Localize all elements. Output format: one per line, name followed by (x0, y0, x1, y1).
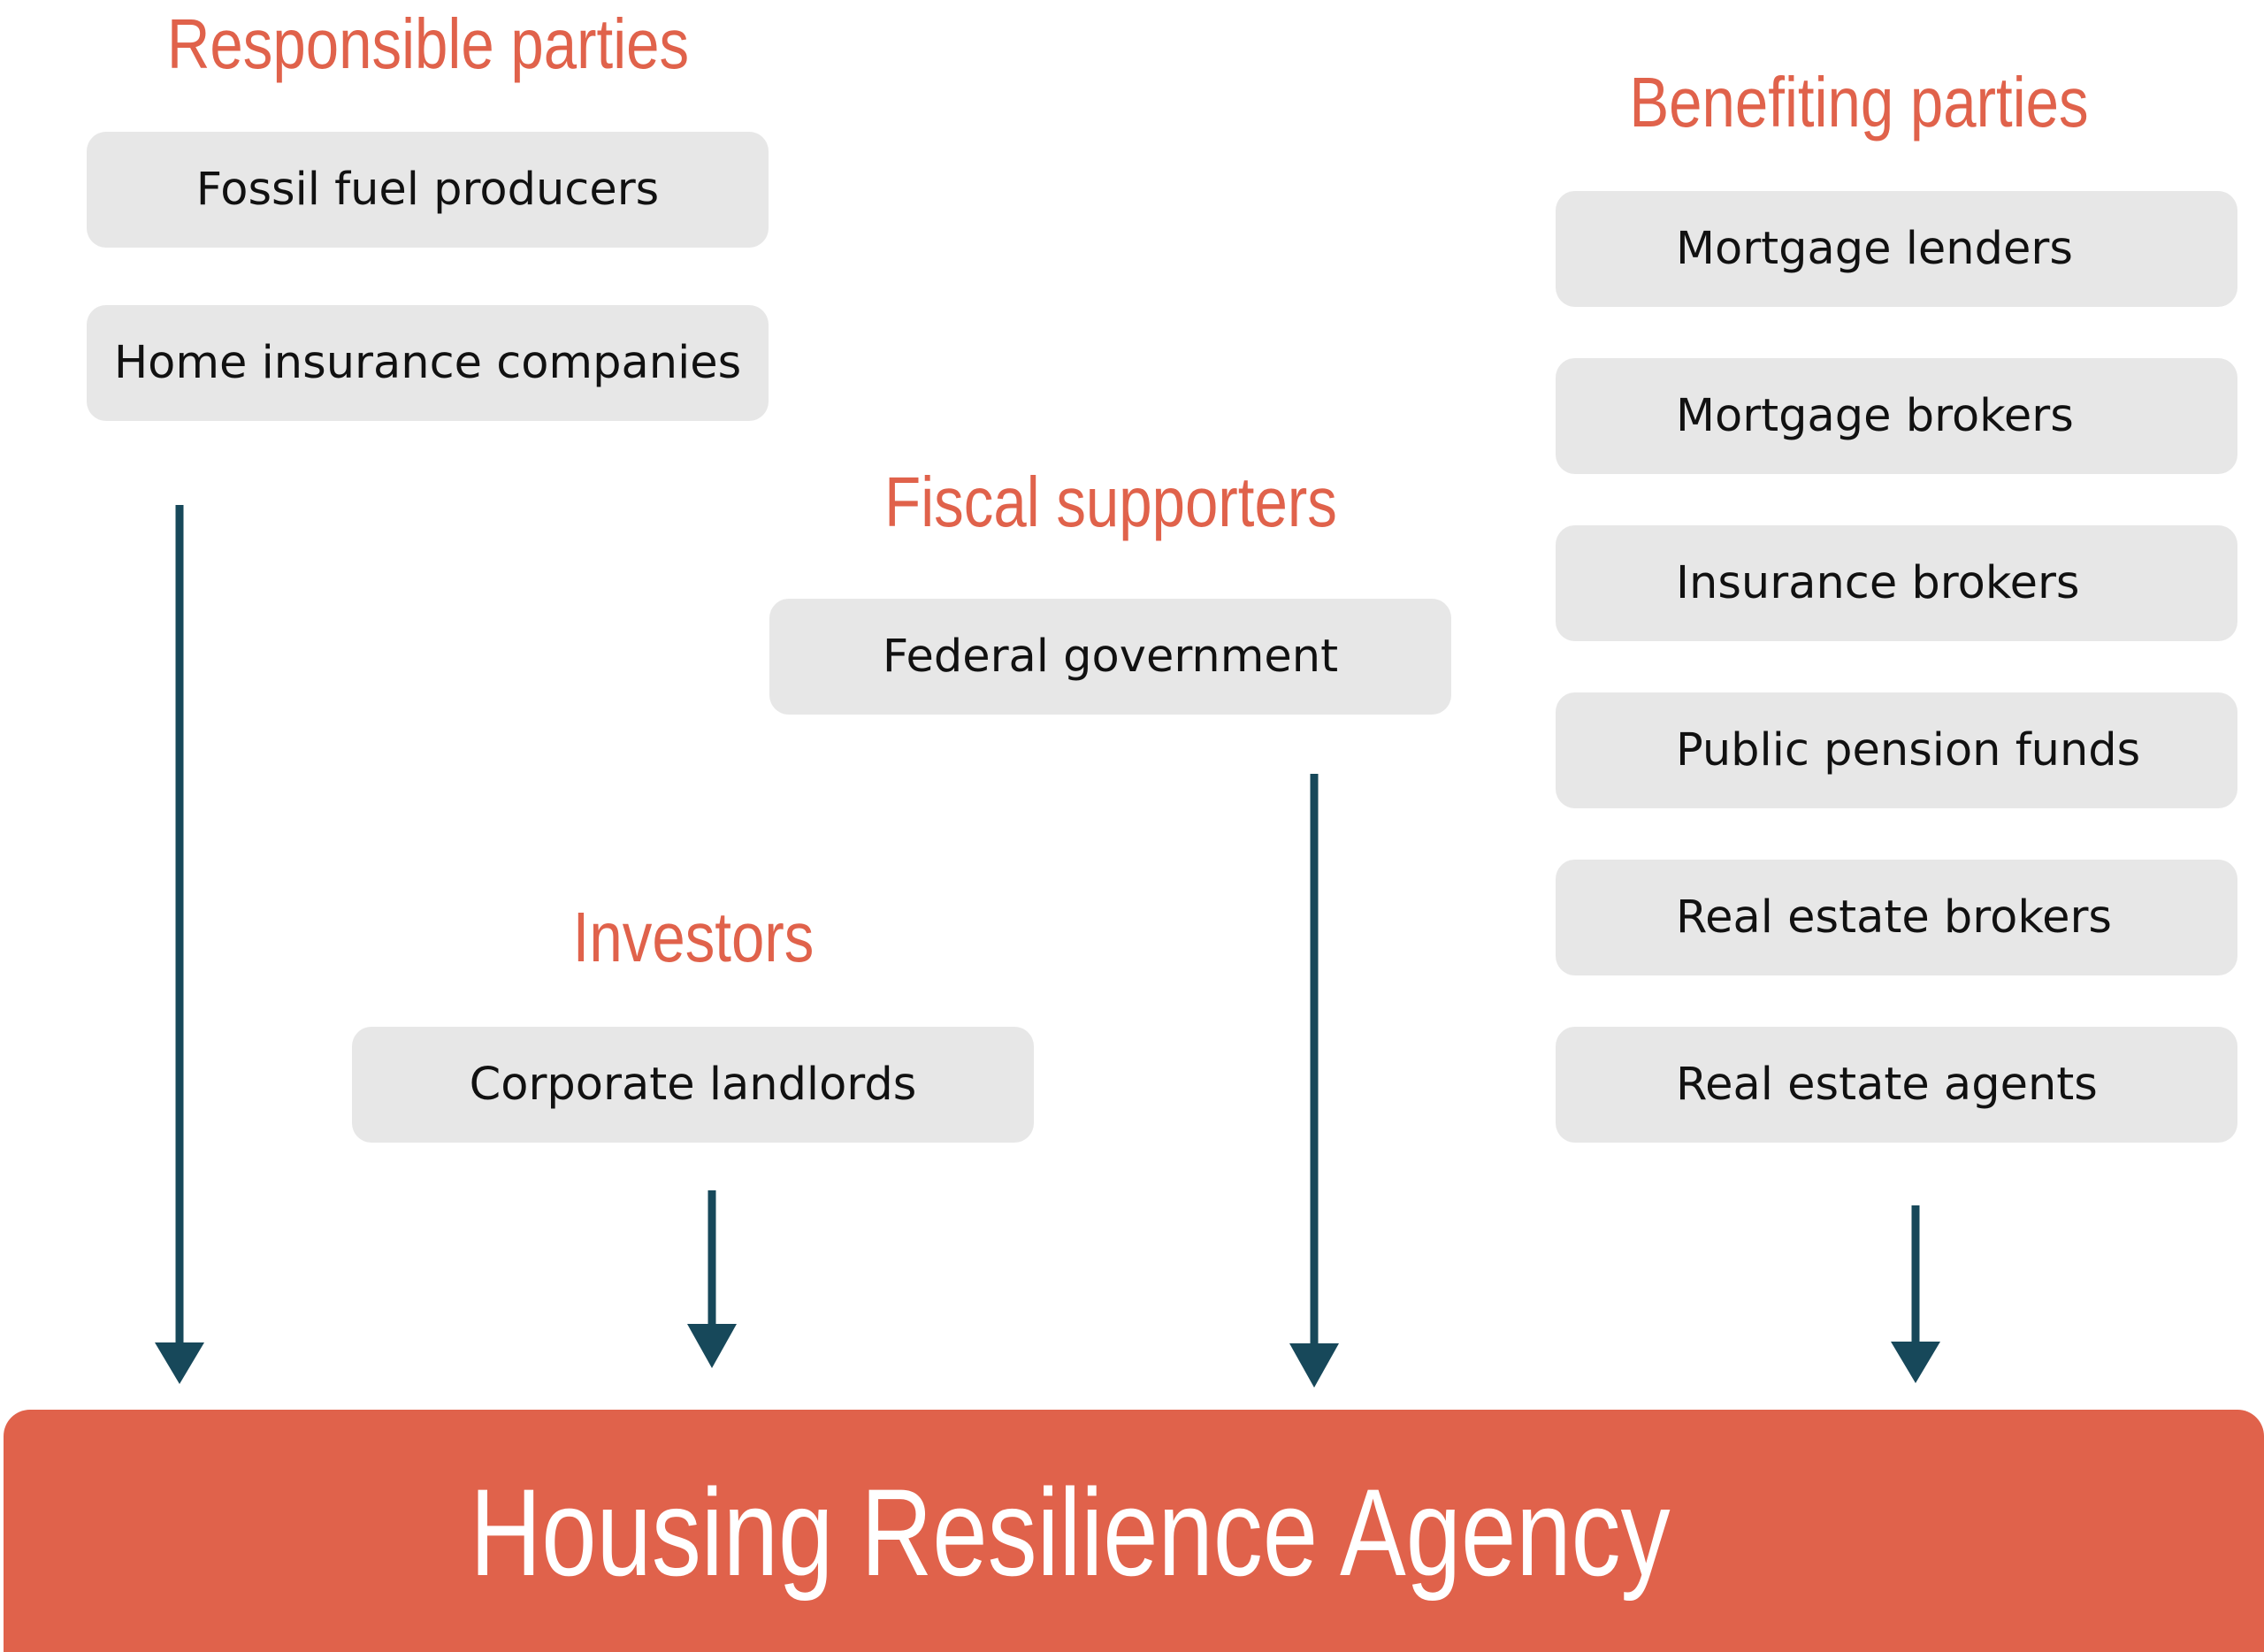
arrow-responsible (155, 505, 204, 1384)
box-label: Mortgage brokers (1676, 390, 2074, 442)
box-public-pension-funds: Public pension funds (1556, 692, 2237, 808)
agency-bar (4, 1410, 2264, 1652)
box-real-estate-brokers: Real estate brokers (1556, 860, 2237, 975)
box-label: Federal government (882, 631, 1339, 683)
box-label: Public pension funds (1676, 724, 2141, 776)
box-label: Mortgage lenders (1676, 223, 2073, 275)
box-label: Fossil fuel producers (195, 164, 660, 216)
box-federal-government: Federal government (769, 599, 1451, 715)
box-home-insurance-companies: Home insurance companies (87, 305, 769, 421)
box-corporate-landlords: Corporate landlords (352, 1027, 1034, 1143)
responsible-parties-heading: Responsible parties (166, 4, 690, 83)
box-insurance-brokers: Insurance brokers (1556, 525, 2237, 641)
agency-title: Housing Resilience Agency (470, 1463, 1671, 1602)
benefiting-parties-heading: Benefiting parties (1629, 63, 2089, 141)
arrow-benefiting (1891, 1205, 1940, 1383)
box-label: Corporate landlords (469, 1059, 917, 1111)
investors-heading: Investors (572, 898, 815, 976)
box-label: Real estate brokers (1676, 891, 2112, 944)
box-label: Insurance brokers (1676, 557, 2080, 609)
box-label: Home insurance companies (113, 337, 742, 389)
box-mortgage-brokers: Mortgage brokers (1556, 358, 2237, 474)
arrow-investors (687, 1190, 737, 1368)
box-label: Real estate agents (1676, 1059, 2098, 1111)
box-mortgage-lenders: Mortgage lenders (1556, 191, 2237, 307)
arrow-fiscal (1289, 774, 1339, 1388)
fiscal-supporters-heading: Fiscal supporters (884, 463, 1337, 541)
box-real-estate-agents: Real estate agents (1556, 1027, 2237, 1143)
box-fossil-fuel-producers: Fossil fuel producers (87, 132, 769, 248)
